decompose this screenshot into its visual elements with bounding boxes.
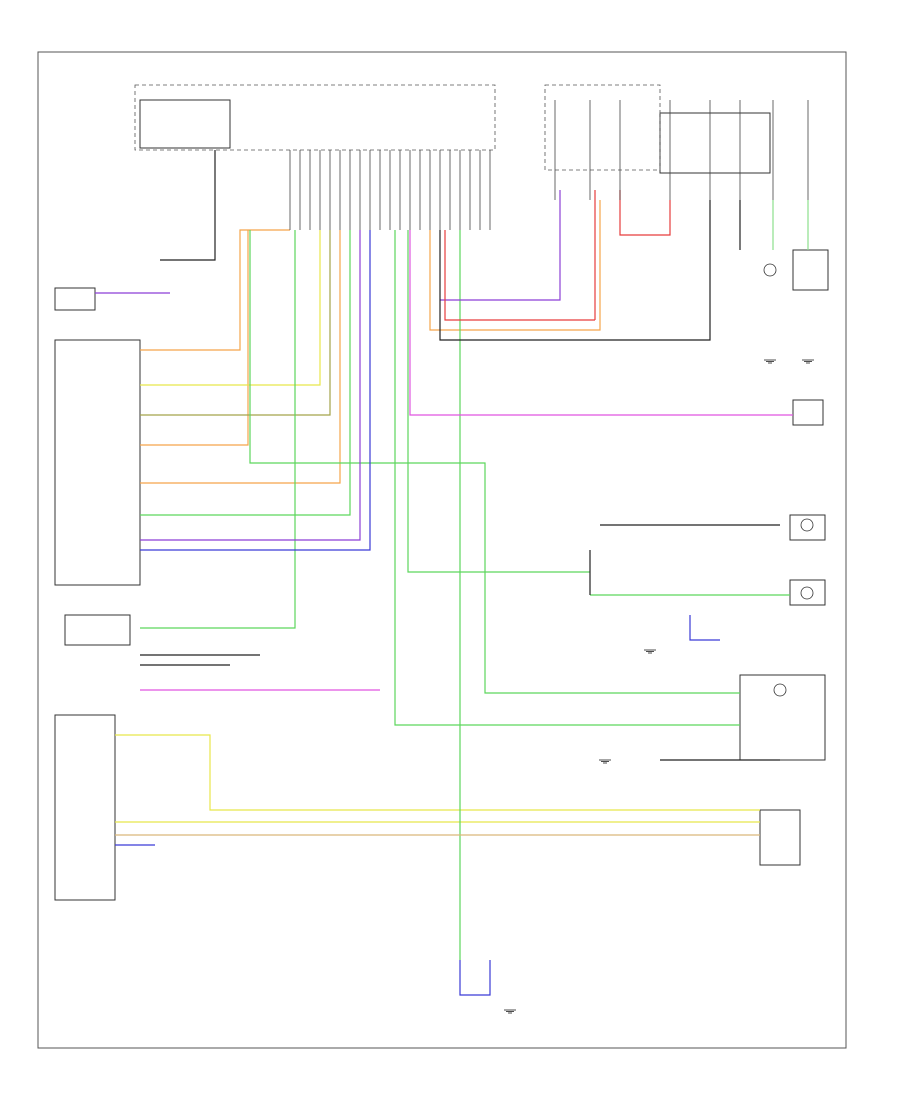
wire-red-2	[619, 190, 671, 236]
ground-symbol-5	[504, 1009, 516, 1014]
wire-red-1	[444, 230, 595, 321]
ground-symbol-2	[802, 359, 814, 364]
outer-frame	[37, 51, 847, 1049]
bulb-icon-4	[763, 263, 777, 277]
pins-group	[289, 100, 814, 1014]
wire-olive-1	[140, 230, 331, 416]
component-right-bulb-c	[739, 674, 826, 761]
wire-pink-1	[409, 230, 793, 416]
wire-purple-2	[440, 190, 561, 301]
wire-purple-3	[140, 230, 361, 541]
wire-blue-2	[689, 615, 720, 641]
module-small-left	[54, 287, 96, 311]
wire-green-2	[140, 230, 296, 629]
wire-orange-3	[429, 200, 601, 331]
component-right-bulb-a	[789, 514, 826, 541]
wire-green-3	[249, 230, 740, 694]
wire-blue-4	[459, 960, 491, 996]
wire-yellow-2	[115, 734, 760, 811]
module-turn-signal-switch	[54, 339, 141, 586]
relay-box-top-left	[139, 99, 231, 149]
component-right-1	[792, 249, 829, 291]
bulb-icon-3	[773, 683, 787, 697]
central-module-box	[134, 84, 496, 151]
bulb-icon-1	[800, 518, 814, 532]
wires-group	[95, 150, 809, 996]
wire-black-1	[160, 150, 216, 261]
wire-yellow-1	[140, 230, 321, 386]
wire-orange-4	[140, 230, 341, 484]
module-fog-switch	[64, 614, 131, 646]
ground-symbol-3	[599, 759, 611, 764]
wire-blue-1	[140, 230, 371, 551]
ground-symbol-4	[644, 649, 656, 654]
wire-green-4	[394, 230, 740, 726]
wire-orange-1	[140, 229, 290, 351]
bulb-icon-2	[800, 586, 814, 600]
component-right-bulb-b	[789, 579, 826, 606]
fuse-box-dashed	[544, 84, 661, 171]
component-right-bottom	[759, 809, 801, 866]
module-bottom-left	[54, 714, 116, 901]
relay-box-top-right	[659, 112, 771, 174]
ground-symbol-1	[764, 359, 776, 364]
wire-black-2	[439, 200, 711, 341]
wire-green-5	[407, 230, 590, 573]
wire-orange-2	[140, 230, 249, 446]
component-right-2	[792, 399, 824, 426]
wire-green-1	[140, 230, 351, 516]
